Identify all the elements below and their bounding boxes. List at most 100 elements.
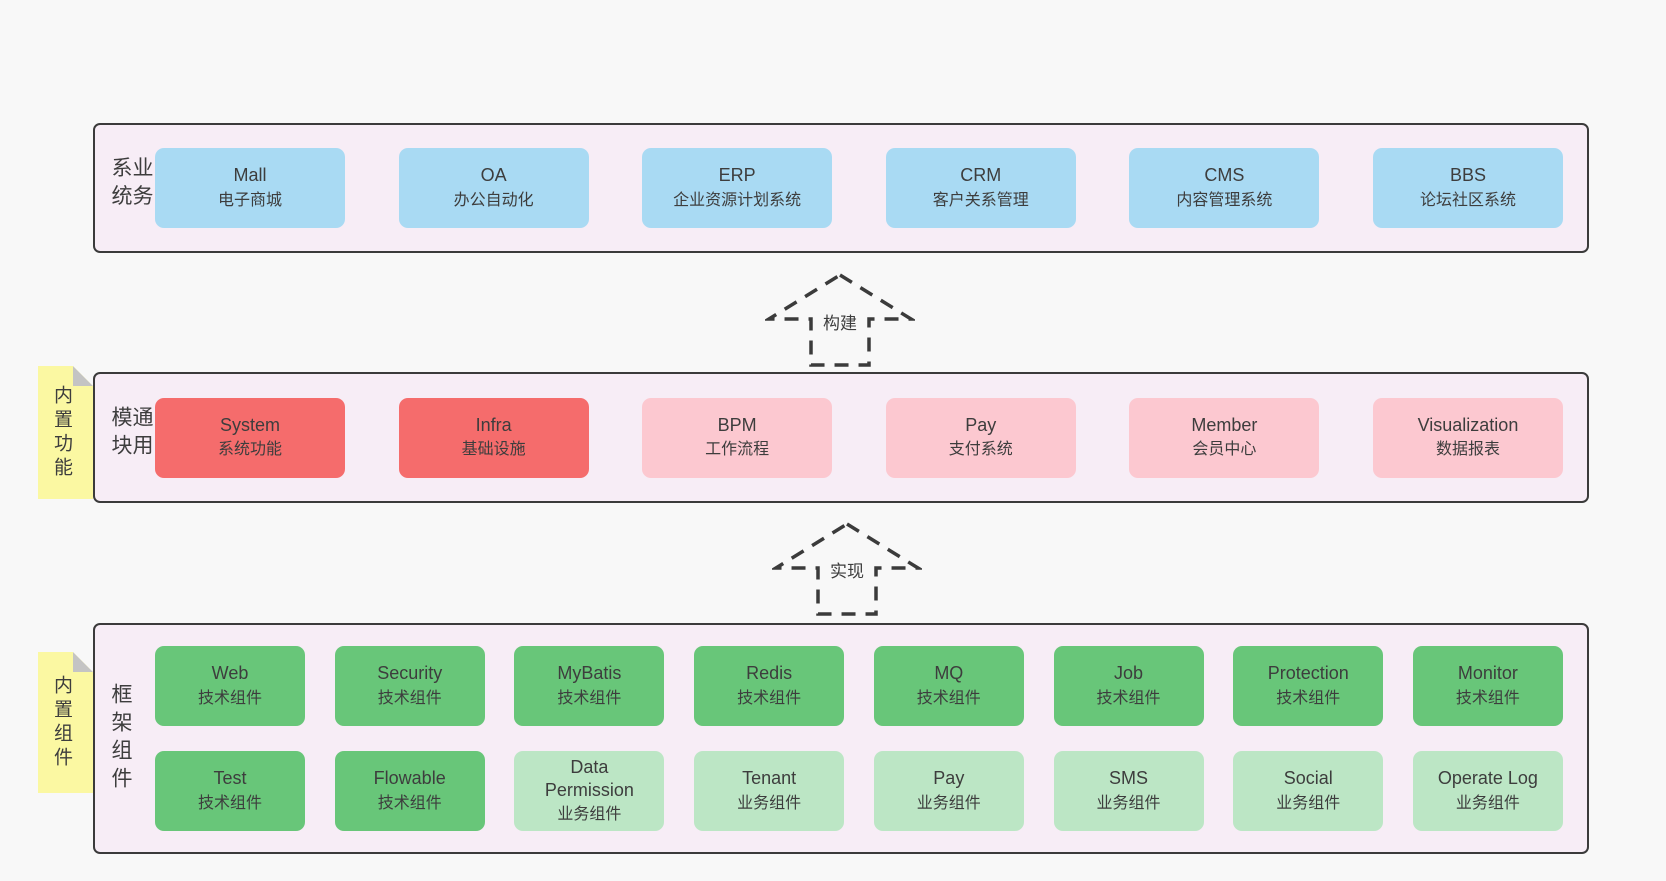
box-title: OA xyxy=(480,165,507,186)
band-common-modules: 通用模块 System 系统功能 Infra 基础设施 BPM 工作流程 Pay 支付系统 Me… xyxy=(93,372,1589,503)
box-subtitle: 技术组件 xyxy=(377,689,442,707)
up-arrow-implement: 实现 xyxy=(772,520,922,618)
box-subtitle: 技术组件 xyxy=(1455,689,1520,707)
sticky-note-label: 内置功能 xyxy=(51,384,72,481)
box-subtitle: 业务组件 xyxy=(1276,794,1341,812)
box-subtitle: 技术组件 xyxy=(1096,689,1161,707)
band-label: 业务系统 xyxy=(109,156,153,213)
box-subtitle: 数据报表 xyxy=(1435,441,1500,459)
band-label: 框架组件 xyxy=(109,682,132,795)
band-label: 通用模块 xyxy=(109,405,153,462)
box-erp: ERP 企业资源计划系统 xyxy=(642,148,833,228)
box-data-permission: Data Permission 业务组件 xyxy=(514,751,665,831)
box-subtitle: 论坛社区系统 xyxy=(1419,191,1516,209)
sticky-note-builtin-features: 内置功能 xyxy=(38,366,93,499)
box-title: SMS xyxy=(1109,768,1149,789)
box-subtitle: 业务组件 xyxy=(557,806,622,824)
box-title: Member xyxy=(1191,414,1258,435)
arrow-label: 实现 xyxy=(827,556,867,583)
box-subtitle: 客户关系管理 xyxy=(932,191,1029,209)
arrow-label: 构建 xyxy=(820,308,860,335)
box-title: Data Permission xyxy=(544,756,634,801)
box-title: Job xyxy=(1114,663,1144,684)
box-subtitle: 会员中心 xyxy=(1192,441,1257,459)
box-pay: Pay 业务组件 xyxy=(873,751,1024,831)
box-test: Test 技术组件 xyxy=(155,751,305,831)
box-redis: Redis 技术组件 xyxy=(694,646,845,726)
box-subtitle: 企业资源计划系统 xyxy=(673,191,802,209)
box-pay: Pay 支付系统 xyxy=(885,397,1076,478)
box-title: Test xyxy=(213,768,247,789)
box-row: System 系统功能 Infra 基础设施 BPM 工作流程 Pay 支付系统 Member 会… xyxy=(155,397,1563,478)
box-subtitle: 业务组件 xyxy=(1455,794,1520,812)
box-member: Member 会员中心 xyxy=(1129,397,1320,478)
box-title: Operate Log xyxy=(1437,768,1538,789)
box-title: MyBatis xyxy=(557,663,622,684)
box-subtitle: 业务组件 xyxy=(737,794,802,812)
box-operate-log: Operate Log 业务组件 xyxy=(1412,751,1563,831)
box-title: Redis xyxy=(746,663,793,684)
box-cms: CMS 内容管理系统 xyxy=(1129,148,1320,228)
box-subtitle: 技术组件 xyxy=(737,689,802,707)
box-title: Tenant xyxy=(742,768,797,789)
up-arrow-build: 构建 xyxy=(765,272,915,368)
box-title: Flowable xyxy=(373,768,446,789)
box-subtitle: 系统功能 xyxy=(217,441,282,459)
box-flowable: Flowable 技术组件 xyxy=(334,751,485,831)
box-title: Monitor xyxy=(1457,663,1518,684)
up-arrow-icon xyxy=(772,521,922,616)
band-rows: System 系统功能 Infra 基础设施 BPM 工作流程 Pay 支付系统 Member 会… xyxy=(155,374,1563,501)
box-title: CRM xyxy=(960,165,1002,186)
box-title: BBS xyxy=(1449,165,1486,186)
box-mq: MQ 技术组件 xyxy=(873,646,1024,726)
box-protection: Protection 技术组件 xyxy=(1233,646,1384,726)
sticky-note-builtin-components: 内置组件 xyxy=(38,652,93,793)
box-title: System xyxy=(219,414,280,435)
box-title: ERP xyxy=(718,165,756,186)
box-subtitle: 技术组件 xyxy=(916,689,981,707)
box-subtitle: 技术组件 xyxy=(197,689,262,707)
box-subtitle: 技术组件 xyxy=(377,794,442,812)
box-subtitle: 技术组件 xyxy=(557,689,622,707)
box-subtitle: 基础设施 xyxy=(461,441,526,459)
box-title: Pay xyxy=(933,768,965,789)
box-subtitle: 工作流程 xyxy=(705,441,770,459)
box-bpm: BPM 工作流程 xyxy=(642,397,833,478)
up-arrow-icon xyxy=(765,272,915,367)
box-title: Infra xyxy=(475,414,512,435)
box-monitor: Monitor 技术组件 xyxy=(1412,646,1563,726)
box-title: Protection xyxy=(1267,663,1349,684)
box-subtitle: 支付系统 xyxy=(948,441,1013,459)
box-subtitle: 技术组件 xyxy=(197,794,262,812)
box-mall: Mall 电子商城 xyxy=(155,148,345,228)
box-title: Security xyxy=(377,663,443,684)
box-subtitle: 内容管理系统 xyxy=(1176,191,1273,209)
box-title: BPM xyxy=(717,414,757,435)
box-title: Mall xyxy=(233,165,267,186)
box-crm: CRM 客户关系管理 xyxy=(885,148,1076,228)
box-subtitle: 技术组件 xyxy=(1276,689,1341,707)
box-subtitle: 业务组件 xyxy=(1096,794,1161,812)
box-subtitle: 业务组件 xyxy=(916,794,981,812)
box-subtitle: 电子商城 xyxy=(217,191,282,209)
box-title: Pay xyxy=(965,414,997,435)
box-infra: Infra 基础设施 xyxy=(398,397,589,478)
box-security: Security 技术组件 xyxy=(334,646,485,726)
box-tenant: Tenant 业务组件 xyxy=(694,751,845,831)
box-title: CMS xyxy=(1204,165,1245,186)
box-mybatis: MyBatis 技术组件 xyxy=(514,646,665,726)
box-title: MQ xyxy=(934,663,964,684)
box-system: System 系统功能 xyxy=(155,397,345,478)
